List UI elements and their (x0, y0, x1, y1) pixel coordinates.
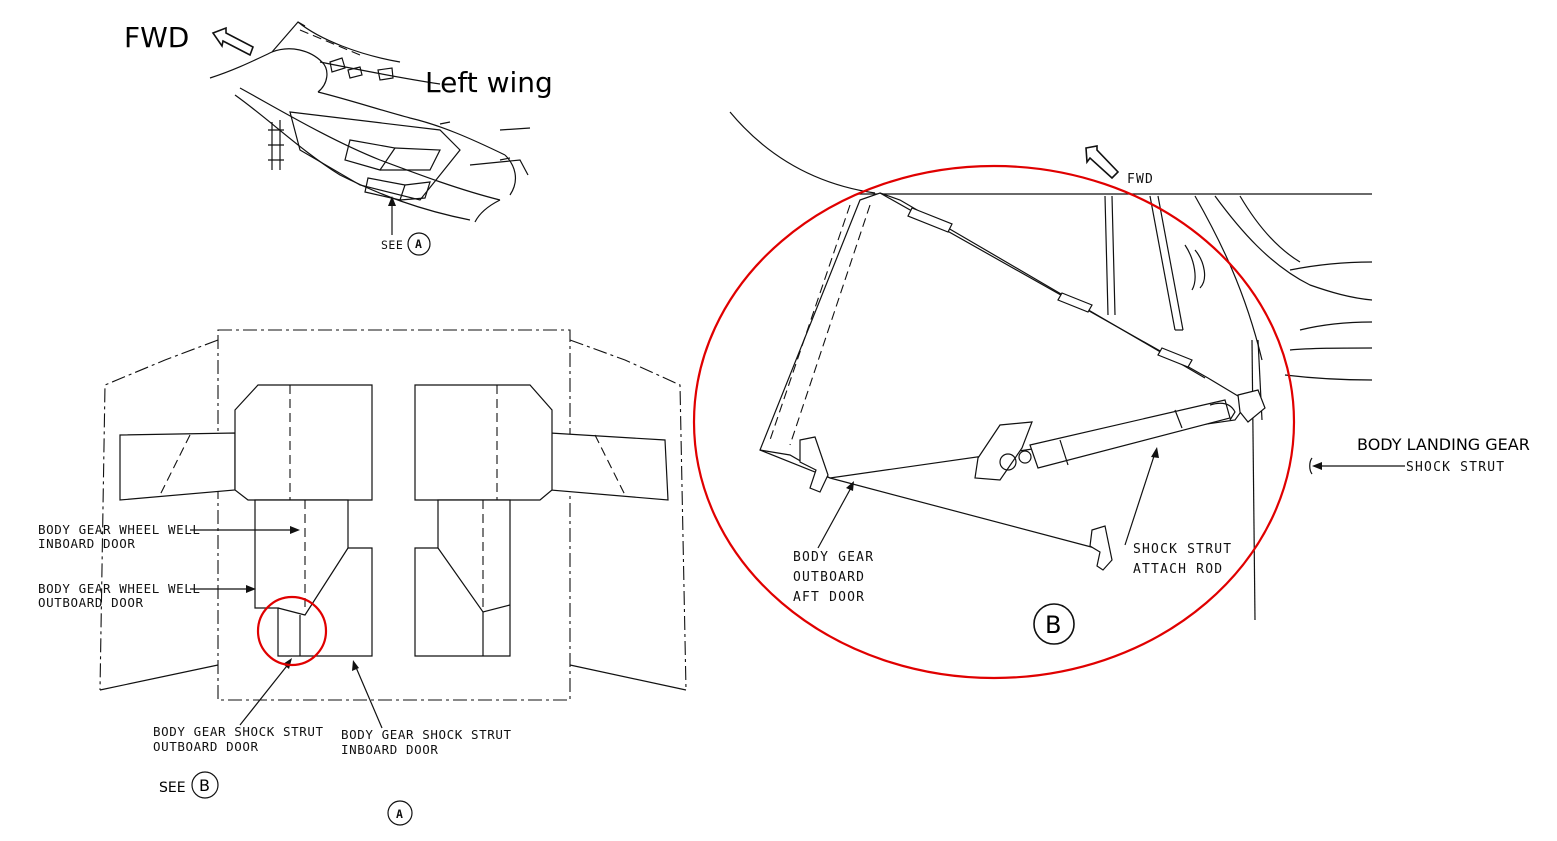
shock-strut-outboard-door-label-1: BODY GEAR SHOCK STRUT (153, 724, 324, 739)
view-a-letter: A (396, 807, 403, 821)
shock-strut-outboard-door-label-2: OUTBOARD DOOR (153, 739, 259, 754)
wheel-well-outboard-door-label-1: BODY GEAR WHEEL WELL (38, 581, 201, 596)
see-a-label: SEE (381, 238, 403, 252)
fwd-arrow-icon (211, 26, 254, 57)
view-b-letter: B (1045, 611, 1061, 639)
wheel-well-inboard-door-label-1: BODY GEAR WHEEL WELL (38, 522, 201, 537)
fwd-label: FWD (124, 21, 189, 54)
fwd-detail-label: FWD (1127, 172, 1154, 187)
outboard-aft-door-label-1: BODY GEAR (793, 550, 874, 565)
outboard-aft-door-label-3: AFT DOOR (793, 590, 865, 605)
aircraft-locator-view (209, 21, 531, 256)
attach-rod-label-2: ATTACH ROD (1133, 562, 1223, 577)
fwd-detail-arrow-icon (1085, 145, 1120, 180)
see-b-label: SEE (159, 780, 186, 796)
highlight-ellipse-b (692, 164, 1296, 680)
shock-strut-inboard-door-label-1: BODY GEAR SHOCK STRUT (341, 727, 512, 742)
outboard-aft-door-label-2: OUTBOARD (793, 570, 865, 585)
highlight-circle-a (256, 595, 328, 667)
attach-rod-label-1: SHOCK STRUT (1133, 542, 1232, 557)
shock-strut-label: SHOCK STRUT (1406, 460, 1505, 475)
shock-strut-inboard-door-label-2: INBOARD DOOR (341, 742, 439, 757)
ref-a-letter: A (415, 237, 422, 251)
wheel-well-inboard-door-label-2: INBOARD DOOR (38, 536, 136, 551)
ref-b-letter: B (199, 776, 210, 795)
wheel-well-outboard-door-label-2: OUTBOARD DOOR (38, 595, 144, 610)
body-landing-gear-label: BODY LANDING GEAR (1357, 435, 1530, 454)
left-wing-label: Left wing (425, 66, 553, 99)
view-b-detail (692, 111, 1405, 680)
view-a-door-layout (99, 329, 687, 826)
